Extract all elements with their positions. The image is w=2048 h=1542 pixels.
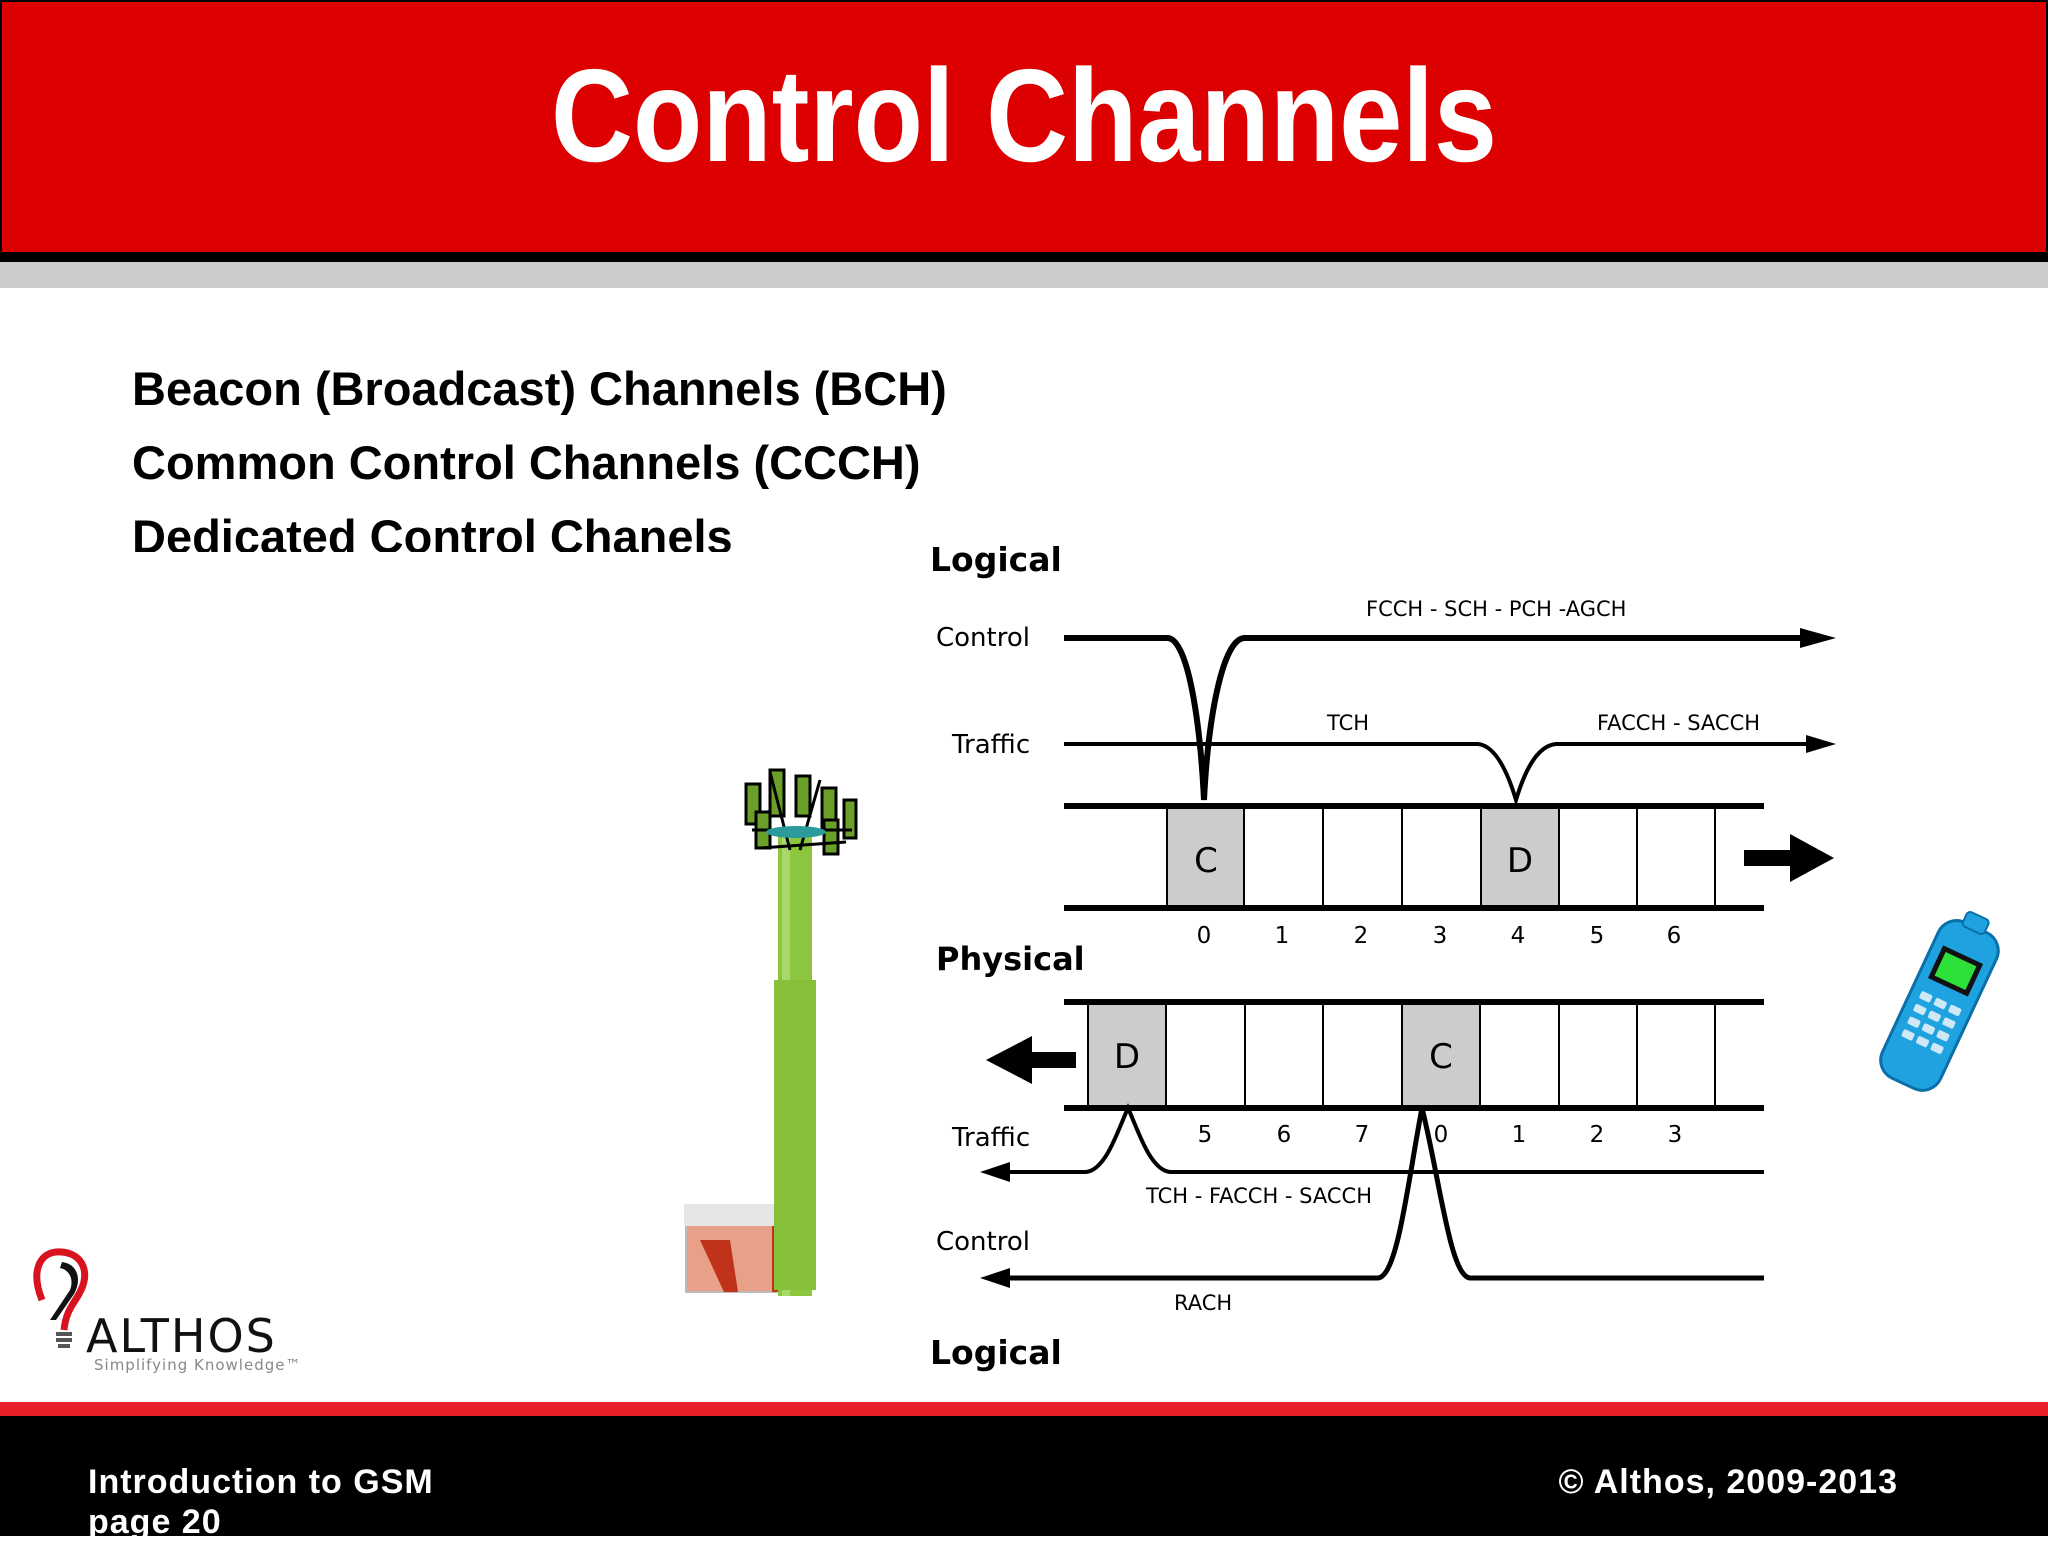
up-traffic-arrowhead <box>980 1162 1010 1182</box>
logo-tagline: Simplifying Knowledge™ <box>94 1356 301 1374</box>
up-slot-number: 1 <box>1512 1122 1527 1148</box>
up-control-arrowhead <box>980 1268 1010 1288</box>
physical-label: Physical <box>936 940 1085 978</box>
bullet-dcch: Dedicated Control Chanels <box>132 510 733 552</box>
down-control-line <box>1064 635 1800 801</box>
lightbulb-icon <box>33 1248 88 1331</box>
down-frame-arrow <box>1744 834 1834 882</box>
down-control-label: Control <box>936 623 1030 653</box>
down-slot-dividers <box>1166 806 1716 908</box>
down-slot-number: 1 <box>1275 923 1290 949</box>
up-slot-number: 2 <box>1590 1122 1605 1148</box>
down-slot-4 <box>1481 809 1559 905</box>
up-traffic-channels: TCH - FACCH - SACCH <box>1145 1184 1372 1208</box>
cell-phone-illustration <box>1879 911 2000 1092</box>
up-slot-number: 6 <box>1277 1122 1292 1148</box>
bullet-ccch: Common Control Channels (CCCH) <box>132 436 921 489</box>
down-control-channels: FCCH - SCH - PCH -AGCH <box>1366 597 1626 621</box>
up-traffic-label: Traffic <box>951 1123 1030 1153</box>
bullet-bch: Beacon (Broadcast) Channels (BCH) <box>132 362 947 415</box>
up-slot-dividers <box>1087 1002 1716 1108</box>
down-traffic-line <box>1064 742 1806 807</box>
down-slot-number: 2 <box>1354 923 1369 949</box>
up-frame-arrow <box>986 1036 1076 1084</box>
logo-wordmark: ALTHOS <box>86 1309 277 1363</box>
slide-title: Control Channels <box>550 42 1498 189</box>
up-slot-numbers: 5 6 7 0 1 2 3 <box>1198 1122 1683 1148</box>
bottom-logical-label: Logical <box>930 1333 1062 1372</box>
footer-left: Introduction to GSM page 20 <box>88 1462 434 1542</box>
up-control-label: Control <box>936 1227 1030 1257</box>
footer-bar <box>0 1416 2048 1536</box>
title-divider <box>0 254 2048 262</box>
down-control-arrowhead <box>1800 628 1836 648</box>
down-slot-c-label: C <box>1194 841 1218 881</box>
footer-course: Introduction to GSM <box>88 1463 434 1501</box>
down-slot-number: 4 <box>1511 923 1526 949</box>
up-slot-number: 7 <box>1355 1122 1370 1148</box>
down-traffic-assoc: FACCH - SACCH <box>1597 711 1760 735</box>
up-traffic-line <box>1006 1103 1764 1174</box>
up-control-channel: RACH <box>1174 1291 1232 1315</box>
up-slot-d-label: D <box>1114 1037 1140 1077</box>
down-slot-number: 3 <box>1433 923 1448 949</box>
down-traffic-label: Traffic <box>951 730 1030 760</box>
up-slot-number: 5 <box>1198 1122 1213 1148</box>
down-slot-0 <box>1167 809 1244 905</box>
up-slot-number: 3 <box>1668 1122 1683 1148</box>
down-slot-numbers: 0 1 2 3 4 5 6 <box>1197 923 1682 949</box>
title-banner <box>0 0 2048 254</box>
footer-copyright: © Althos, 2009-2013 <box>1558 1463 1898 1501</box>
down-slot-number: 5 <box>1590 923 1605 949</box>
up-slot-d <box>1088 1005 1166 1105</box>
down-slot-d-label: D <box>1507 841 1533 881</box>
up-control-line <box>1006 1107 1764 1281</box>
cell-tower-illustration <box>684 768 858 1296</box>
down-traffic-channel: TCH <box>1326 711 1369 735</box>
footer-accent-bar <box>0 1402 2048 1416</box>
up-slot-c <box>1402 1005 1480 1105</box>
up-slot-number: 0 <box>1434 1122 1449 1148</box>
footer-page: page 20 <box>88 1503 222 1541</box>
althos-logo: ALTHOS Simplifying Knowledge™ <box>33 1248 301 1374</box>
bullet-list: Beacon (Broadcast) Channels (BCH) Common… <box>132 352 947 552</box>
title-shadow-bar <box>0 262 2048 288</box>
top-logical-label: Logical <box>930 540 1062 579</box>
down-slot-number: 6 <box>1667 923 1682 949</box>
down-traffic-arrowhead <box>1806 735 1836 753</box>
up-slot-c-label: C <box>1429 1037 1453 1077</box>
down-slot-number: 0 <box>1197 923 1212 949</box>
